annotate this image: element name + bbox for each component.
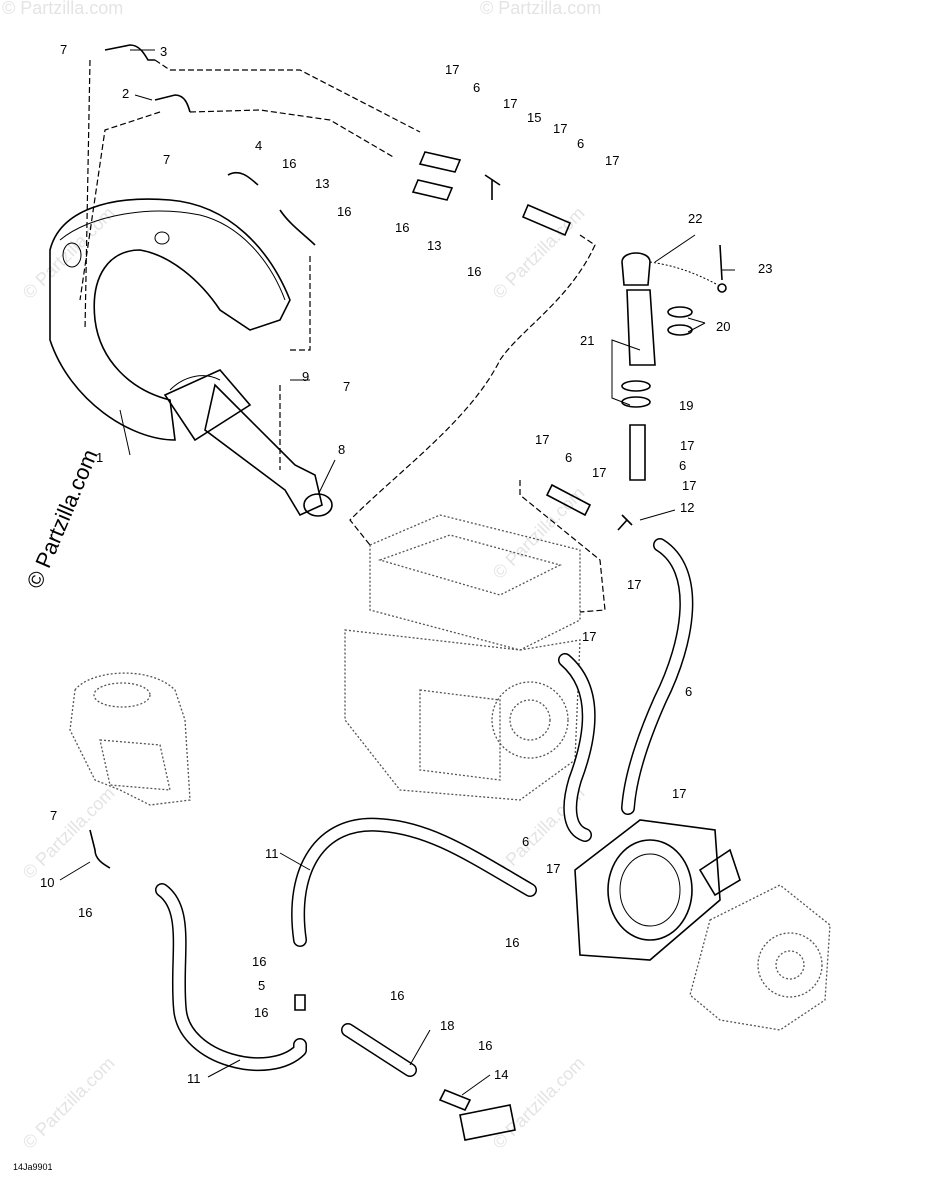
label-12: 12 <box>680 500 694 515</box>
leader-lines <box>59 49 735 1096</box>
label-16i: 16 <box>390 988 404 1003</box>
diagram-code: 14Ja9901 <box>13 1162 53 1172</box>
label-13b: 13 <box>427 238 441 253</box>
watermark-m1: © Partzilla.com <box>489 203 589 303</box>
label-3: 3 <box>160 44 167 59</box>
fittings <box>89 44 633 1141</box>
label-16j: 16 <box>478 1038 492 1053</box>
label-6a: 6 <box>473 80 480 95</box>
left-housing <box>69 672 191 806</box>
label-17e: 17 <box>680 438 694 453</box>
label-16a: 16 <box>282 156 296 171</box>
label-13a: 13 <box>315 176 329 191</box>
watermark-l3: © Partzilla.com <box>19 1053 119 1153</box>
label-21: 21 <box>580 333 594 348</box>
label-6b: 6 <box>577 136 584 151</box>
label-18: 18 <box>440 1018 454 1033</box>
label-17d: 17 <box>605 153 619 168</box>
label-16f: 16 <box>505 935 519 950</box>
label-16e: 16 <box>78 905 92 920</box>
label-7a: 7 <box>60 42 67 57</box>
label-7c: 7 <box>343 379 350 394</box>
label-7d: 7 <box>50 808 57 823</box>
label-14: 14 <box>494 1067 508 1082</box>
label-19: 19 <box>679 398 693 413</box>
label-16b: 16 <box>337 204 351 219</box>
label-6d: 6 <box>565 450 572 465</box>
label-20: 20 <box>716 319 730 334</box>
watermark-m2: © Partzilla.com <box>489 483 589 583</box>
label-10: 10 <box>40 875 54 890</box>
label-8: 8 <box>338 442 345 457</box>
label-22: 22 <box>688 211 702 226</box>
label-16h: 16 <box>254 1005 268 1020</box>
label-9: 9 <box>302 369 309 384</box>
label-17j: 17 <box>582 629 596 644</box>
watermark-tm: © Partzilla.com <box>480 0 601 18</box>
copyright-watermark: © Partzilla.com <box>22 446 103 592</box>
label-17i: 17 <box>627 577 641 592</box>
label-17f: 17 <box>682 478 696 493</box>
label-6e: 6 <box>685 684 692 699</box>
label-16g: 16 <box>252 954 266 969</box>
label-16d: 16 <box>467 264 481 279</box>
label-17a: 17 <box>445 62 459 77</box>
label-7b: 7 <box>163 152 170 167</box>
watermark-l2: © Partzilla.com <box>19 783 119 883</box>
label-2: 2 <box>122 86 129 101</box>
label-11a: 11 <box>265 846 279 861</box>
jet-pump <box>574 819 831 1031</box>
label-15: 15 <box>527 110 541 125</box>
label-17l: 17 <box>546 861 560 876</box>
label-17g: 17 <box>535 432 549 447</box>
dashed-connectors <box>79 59 606 613</box>
label-17b: 17 <box>503 96 517 111</box>
watermark-group: © Partzilla.com © Partzilla.com © Partzi… <box>2 0 601 1153</box>
label-16c: 16 <box>395 220 409 235</box>
hoses <box>155 538 694 1077</box>
engine-block <box>344 514 581 801</box>
watermark-tl: © Partzilla.com <box>2 0 123 18</box>
label-23: 23 <box>758 261 772 276</box>
label-11b: 11 <box>187 1071 201 1086</box>
label-6c: 6 <box>679 458 686 473</box>
callout-labels: 7 3 2 7 4 16 13 16 9 7 1 8 17 6 17 15 17… <box>40 42 772 1086</box>
label-17k: 17 <box>672 786 686 801</box>
label-6f: 6 <box>522 834 529 849</box>
label-17h: 17 <box>592 465 606 480</box>
label-4: 4 <box>255 138 262 153</box>
label-5: 5 <box>258 978 265 993</box>
label-1: 1 <box>96 450 103 465</box>
label-17c: 17 <box>553 121 567 136</box>
watermark-l1: © Partzilla.com <box>19 203 119 303</box>
